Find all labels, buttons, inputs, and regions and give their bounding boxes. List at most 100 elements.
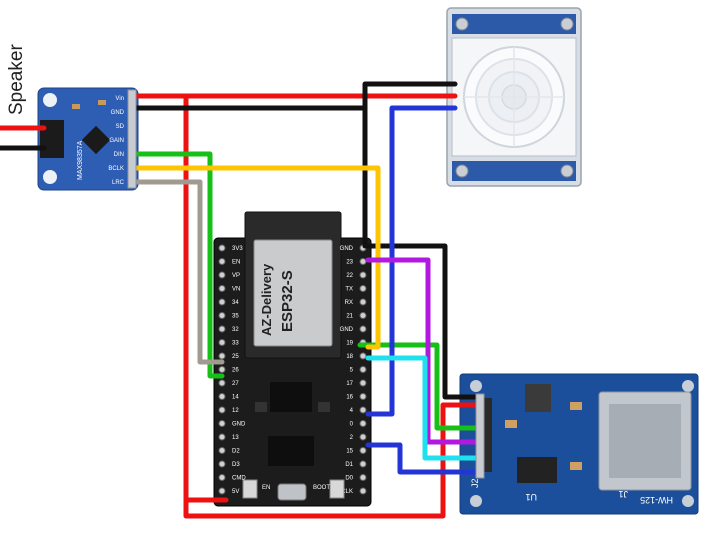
esp32-right-1-label: 23 [346,260,353,266]
esp32-right-13-label: 0 [350,422,354,428]
esp32-left-12-label: 12 [232,408,239,414]
wire-green [127,151,481,431]
boot-button[interactable]: BOOT [313,479,345,499]
esp32-right-5-label: 21 [346,314,353,320]
esp32-module-name: ESP32-S [279,270,296,332]
amp-3-label: GAIN [109,138,124,144]
esp32-left-5-pin [218,312,226,319]
esp32-left-0-label: 3V3 [232,246,243,252]
esp32-right-12-pin [359,406,367,414]
esp32-left-17-label: CMD [232,476,246,482]
sd-connector [475,393,485,479]
esp32-left-7-label: 33 [232,341,239,347]
esp32-left-header: 3V3ENVPVN343532332526271412GND13D2D3CMD5… [218,244,246,495]
amp-chip-label: MAX98357A [77,140,84,180]
esp32-left-0-pin [218,244,226,252]
esp32-right-8-label: 18 [346,354,353,360]
esp32-right-14-pin [359,433,367,441]
esp32-left-15-label: D2 [232,449,240,455]
amp-connector [127,89,137,189]
esp32-left-6-label: 32 [232,327,239,333]
amp-1-label: BCLK [108,166,124,172]
esp32-right-14-label: 2 [350,435,354,441]
esp32-right-13-pin [359,420,367,427]
esp32-right-11-label: 16 [346,395,353,401]
esp32-left-2-label: VP [232,273,240,279]
esp32-right-5-pin [359,312,367,319]
fresnel-lens [463,46,565,148]
en-button[interactable]: EN [242,479,270,499]
esp32-left-12-pin [218,406,226,414]
sd-card-module: HW-125 J1 J2 U1 [459,373,699,515]
speaker-label: Speaker [6,44,27,115]
esp32-left-1-pin [218,258,226,265]
esp32-right-18-label: CLK [341,489,353,495]
esp32-right-3-pin [359,285,367,292]
esp32-right-11-pin [359,393,367,400]
esp32-left-13-pin [218,420,226,427]
esp32-right-3-label: TX [345,287,353,293]
esp32-right-10-pin [359,379,367,387]
wire-purple [365,257,481,445]
esp32-left-11-label: 14 [232,395,239,401]
esp32-left-4-pin [218,298,226,306]
esp32-right-7-label: 19 [346,341,353,347]
sd-j1-label: J1 [618,489,628,499]
esp32-left-11-pin [218,393,226,400]
esp32-right-6-pin [359,325,367,333]
esp32-left-16-pin [218,460,226,468]
esp32-right-18-pin [359,487,367,495]
esp32-board: AZ-Delivery ESP32-S 3V3ENVPVN34353233252… [213,211,372,507]
esp32-right-15-pin [359,447,367,454]
sd-model-label: HW-125 [640,495,673,505]
esp32-left-10-pin [218,379,226,387]
esp32-right-15-label: 15 [346,449,353,455]
esp32-left-18-pin [218,487,226,495]
esp32-right-2-pin [359,271,367,279]
esp32-left-16-label: D3 [232,462,240,468]
pir-sensor [446,7,582,187]
esp32-right-17-label: D0 [345,476,353,482]
usb-port [277,483,307,501]
esp32-left-8-pin [218,352,226,360]
wire-ground-black [127,81,481,400]
esp32-left-4-label: 34 [232,300,239,306]
esp32-right-12-label: 4 [350,408,354,414]
sd-u1-label: U1 [525,492,537,502]
wire-cyan [365,355,481,461]
esp32-left-2-pin [218,271,226,279]
esp32-left-5-label: 35 [232,314,239,320]
boot-button-label: BOOT [313,485,330,491]
esp32-right-1-pin [359,258,367,265]
esp32-left-10-label: 27 [232,381,239,387]
esp32-right-2-label: 22 [346,273,353,279]
wires [0,81,481,519]
sd-j2-label: J2 [470,478,480,488]
esp32-left-8-label: 25 [232,354,239,360]
wire-power-red [127,93,481,519]
amp-2-label: DIN [114,152,124,158]
esp32-left-3-label: VN [232,287,240,293]
esp32-right-9-label: 5 [350,368,354,374]
esp32-left-13-label: GND [232,422,246,428]
esp32-left-17-pin [218,474,226,481]
esp32-right-9-pin [359,366,367,373]
esp32-right-6-label: GND [340,327,354,333]
wire-gray [127,179,225,365]
esp32-left-15-pin [218,447,226,454]
amp-5-label: GND [111,110,125,116]
en-button-label: EN [262,485,270,491]
esp32-left-6-pin [218,325,226,333]
esp32-left-7-pin [218,339,226,346]
esp32-right-4-label: RX [345,300,353,306]
esp32-right-16-label: D1 [345,462,353,468]
esp32-left-9-label: 26 [232,368,239,374]
amp-0-label: LRC [112,180,125,186]
esp32-left-18-label: 5V [232,489,239,495]
esp32-left-9-pin [218,366,226,373]
esp32-left-3-pin [218,285,226,292]
esp32-right-10-label: 17 [346,381,353,387]
